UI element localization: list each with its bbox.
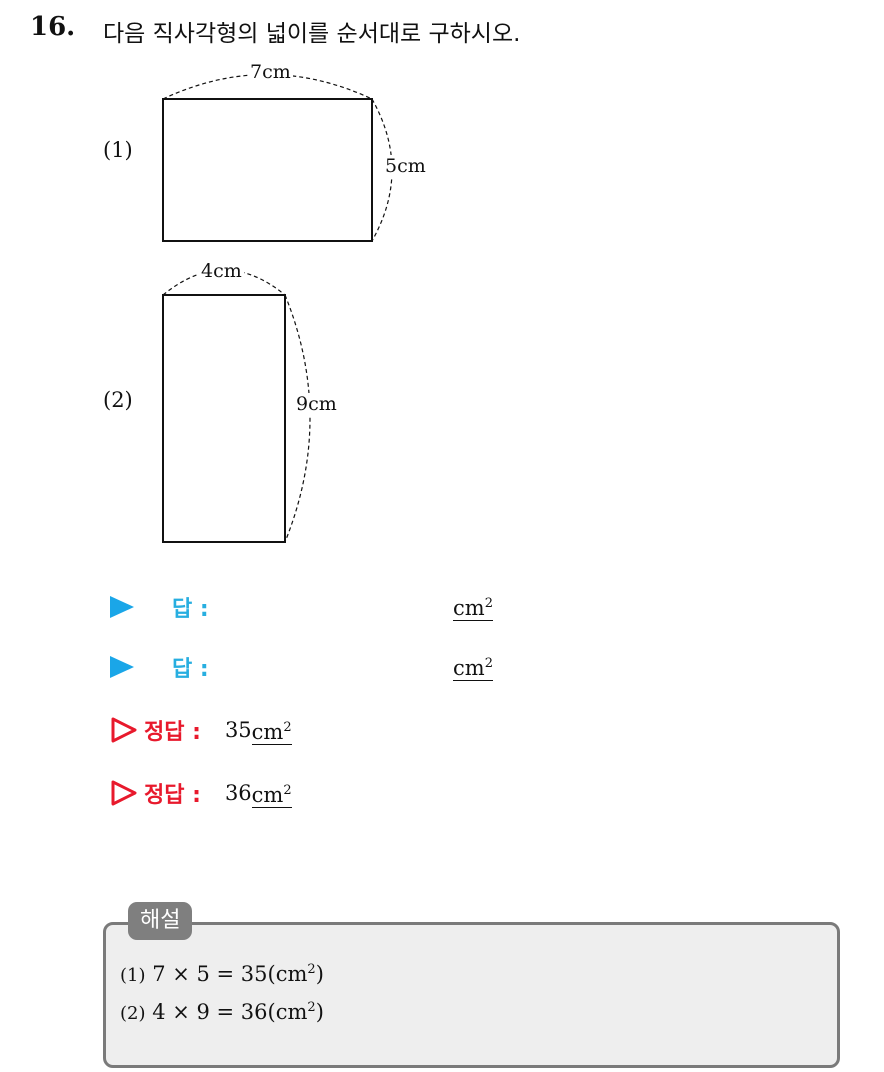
answer-row-2: 답 : [110,650,209,684]
answer-unit-2: cm2 [453,656,493,681]
play-triangle-icon [110,656,134,678]
height-label-2: 9cm [294,393,339,415]
height-label-1: 5cm [383,155,428,177]
answer-row-1: 답 : [110,590,209,624]
figure-label-1: (1) [103,138,133,162]
width-label-1: 7cm [248,61,293,83]
outline-triangle-icon [111,717,137,743]
correct-unit-1: cm2 [251,716,292,745]
width-arc-2 [162,269,286,296]
solution-tag: 해설 [128,902,193,940]
correct-unit-2: cm2 [251,779,292,808]
question-number: 16. [30,12,76,42]
correct-value-2: 36 [224,781,252,805]
correct-answer-row-1: 정답 : 35 cm2 [110,713,292,747]
height-arc-2 [284,294,311,543]
solution-line-2: (2) 4 × 9 = 36(cm2) [120,1000,324,1024]
figures-svg [162,74,393,543]
width-label-2: 4cm [199,260,244,282]
rectangle-2 [162,294,286,543]
outline-triangle-icon [111,780,137,806]
answer-label-2: 답 : [172,657,209,682]
play-triangle-icon [110,596,134,618]
answer-label-1: 답 : [172,597,209,622]
correct-answer-row-2: 정답 : 36 cm2 [110,776,292,810]
solution-line-1: (1) 7 × 5 = 35(cm2) [120,962,324,986]
rectangle-1 [162,98,373,242]
correct-label-1: 정답 : [144,720,201,745]
correct-value-1: 35 [224,718,252,742]
question-text: 다음 직사각형의 넓이를 순서대로 구하시오. [103,21,521,47]
figure-label-2: (2) [103,388,133,412]
answer-unit-1: cm2 [453,596,493,621]
solution-box [103,922,840,1068]
correct-label-2: 정답 : [144,783,201,808]
